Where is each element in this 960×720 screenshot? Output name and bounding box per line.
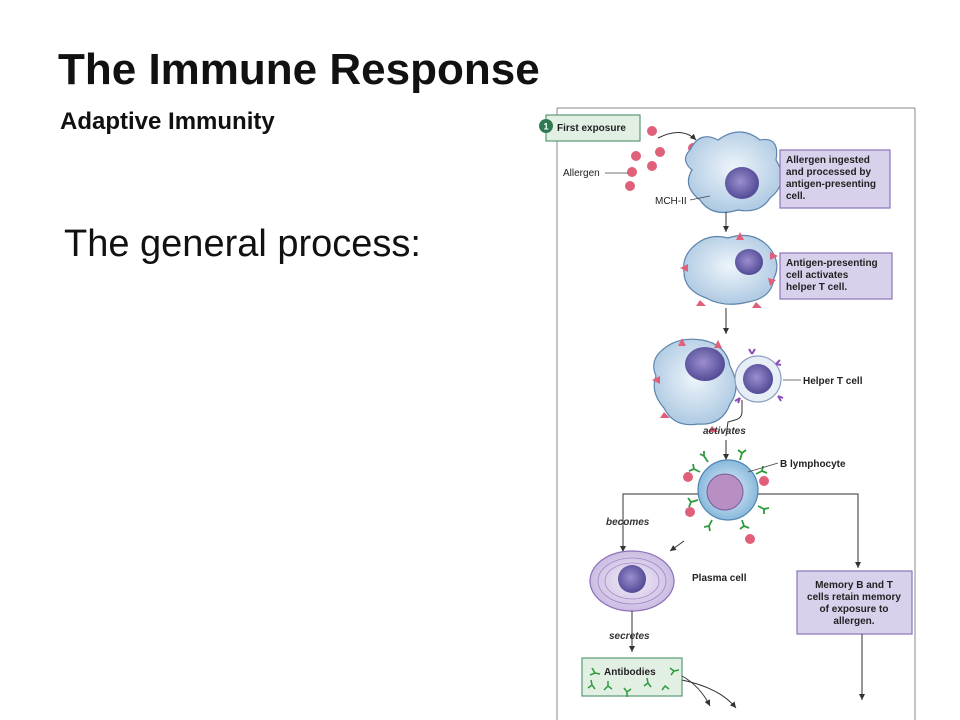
b-lymphocyte-label: B lymphocyte (780, 459, 846, 470)
apc-nucleus (725, 167, 759, 199)
note-3-line-4: allergen. (833, 616, 874, 627)
allergen-particle (627, 167, 637, 177)
helper-t-nucleus (743, 364, 773, 394)
note-1-line-4: cell. (786, 191, 806, 202)
note-1-line-1: Allergen ingested (786, 155, 870, 166)
diagram-frame (556, 107, 916, 720)
antibodies-box: Antibodies (581, 657, 683, 697)
plasma-cell (589, 550, 675, 612)
b-lymphocyte-leader (747, 462, 779, 473)
plasma-nucleus (618, 565, 646, 593)
slide-subtitle: Adaptive Immunity (60, 108, 275, 135)
becomes-label: becomes (606, 517, 650, 528)
mch-leader (689, 195, 711, 201)
helper-t-cell (734, 348, 784, 404)
apc-cell-presenting (680, 232, 778, 308)
step-number-badge (539, 119, 553, 133)
step-label: 1 First exposure (539, 114, 641, 142)
arrow-memory (758, 493, 861, 568)
helper-t-label: Helper T cell (803, 376, 863, 387)
allergen-particle (631, 151, 641, 161)
note-box-3: Memory B and T cells retain memory of ex… (796, 570, 913, 635)
note-3-line-1: Memory B and T (815, 580, 893, 591)
secretes-label: secretes (609, 631, 650, 642)
slide-title: The Immune Response (58, 45, 540, 94)
b-nucleus (706, 473, 744, 511)
mch-label: MCH-II (655, 196, 687, 207)
note-box-2: Antigen-presenting cell activates helper… (779, 252, 893, 300)
body-text: The general process: (64, 223, 421, 265)
arrow-3a (725, 400, 743, 437)
step-title: First exposure (557, 123, 626, 134)
plasma-cell-label: Plasma cell (692, 573, 747, 584)
antibody-arrow-2 (681, 679, 737, 709)
apc-nucleus (685, 347, 725, 381)
arrow-small (669, 540, 685, 552)
note-2-line-1: Antigen-presenting (786, 258, 878, 269)
b-lymphocyte (683, 449, 770, 544)
note-box-1: Allergen ingested and processed by antig… (779, 149, 891, 209)
antibody-arrow-1 (681, 675, 711, 707)
note-1-line-2: and processed by (786, 167, 871, 178)
note-3-line-2: cells retain memory (807, 592, 901, 603)
allergen-particle (655, 147, 665, 157)
allergen-particle (647, 126, 657, 136)
activates-label: activates (703, 426, 746, 437)
arrow-becomes (620, 493, 698, 552)
allergen-particle (647, 161, 657, 171)
antibodies-label: Antibodies (604, 667, 656, 678)
apc-nucleus (735, 249, 763, 275)
note-2-line-2: cell activates (786, 270, 849, 281)
apc-cell-ingesting (684, 131, 783, 213)
allergen-label: Allergen (563, 168, 600, 179)
uptake-arrow (657, 132, 697, 141)
note-2-line-3: helper T cell. (786, 282, 847, 293)
allergen-particle (625, 181, 635, 191)
allergen-particles (625, 126, 698, 191)
step-number: 1 (543, 122, 548, 132)
note-3-line-3: of exposure to (820, 604, 889, 615)
note-1-line-3: antigen-presenting (786, 179, 876, 190)
apc-cell-with-helper (652, 338, 737, 432)
